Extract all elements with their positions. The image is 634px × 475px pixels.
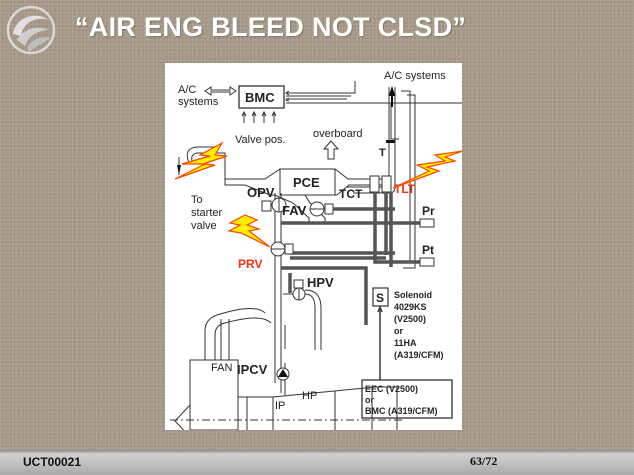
pr-label: Pr: [422, 204, 435, 218]
opv-label: OPV: [247, 185, 275, 200]
starter-arrow-icon: [177, 165, 181, 175]
slide-title: “AIR ENG BLEED NOT CLSD”: [75, 12, 467, 42]
solenoid-label-6: (A319/CFM): [394, 350, 444, 360]
tct-label: TCT: [339, 187, 363, 201]
overboard-label: overboard: [313, 128, 363, 140]
fan-label: FAN: [211, 362, 232, 374]
solenoid-label-3: (V2500): [394, 314, 426, 324]
solenoid-s-label: S: [376, 291, 384, 305]
slide-footer: UCT00021 63/72: [0, 450, 634, 475]
prv-actuator: [284, 243, 294, 255]
ac-systems-top-label: A/C systems: [384, 70, 446, 82]
ac-flow-arrow-icon: [388, 85, 396, 107]
solenoid-label-2: 4029KS: [394, 302, 427, 312]
ipcv-label: IPCV: [237, 362, 268, 377]
lightning-bolt-prv-icon: [227, 214, 271, 248]
valve-pos-label: Valve pos.: [235, 134, 286, 146]
solenoid-label-4: or: [394, 326, 403, 336]
fav-label: FAV: [282, 203, 307, 218]
prv-label: PRV: [238, 257, 262, 271]
pr-sensor: [419, 218, 435, 228]
pt-label: Pt: [422, 243, 434, 257]
document-id: UCT00021: [23, 455, 82, 469]
solenoid-box: [372, 287, 389, 307]
t-label: T: [379, 147, 386, 159]
sense-lines: [281, 192, 420, 325]
eec-label-3: BMC (A319/CFM): [365, 406, 438, 416]
page-number: 63/72: [470, 454, 498, 468]
ac-supply-duct: [345, 87, 416, 269]
pce-label: PCE: [293, 175, 320, 190]
tlt-probe: [381, 175, 392, 193]
t-sensor: [386, 140, 395, 143]
airline-logo-icon: [6, 5, 56, 55]
bmc-signal-lines: [284, 81, 462, 104]
to-starter-label-3: valve: [191, 220, 217, 232]
fav-actuator: [324, 203, 334, 215]
overboard-arrow-icon: [322, 140, 340, 160]
eec-box: [361, 379, 453, 419]
to-starter-label-1: To: [191, 194, 203, 206]
solenoid-label-1: Solenoid: [394, 290, 432, 300]
ip-label: IP: [275, 400, 285, 412]
eec-label-2: or: [365, 395, 374, 405]
to-starter-label-2: starter: [191, 207, 223, 219]
lightning-bolt-valve-pos-icon: [174, 141, 228, 180]
hpv-label: HPV: [307, 275, 334, 290]
pce-body: [224, 168, 390, 224]
bmc-label: BMC: [245, 90, 275, 105]
tct-probe: [369, 175, 380, 193]
ac-systems-left-label-2: systems: [178, 96, 219, 108]
hp-label: HP: [302, 390, 317, 402]
bleed-system-diagram: BMC A/C systems Valve pos. A/C systems: [165, 63, 462, 430]
engine-outline: [174, 319, 398, 430]
eec-to-solenoid-line: [377, 304, 383, 380]
hpv-actuator: [293, 279, 304, 289]
eec-label-1: EEC (V2500): [365, 384, 418, 394]
ac-systems-left-label-1: A/C: [178, 84, 196, 96]
pt-sensor: [419, 257, 435, 267]
bidirectional-arrow-icon: [204, 86, 237, 96]
opv-actuator: [261, 200, 272, 212]
valve-position-arrows: [241, 110, 277, 123]
lightning-bolt-tlt-icon: [392, 150, 462, 189]
bmc-box: [238, 85, 285, 109]
solenoid-label-5: 11HA: [394, 338, 417, 348]
